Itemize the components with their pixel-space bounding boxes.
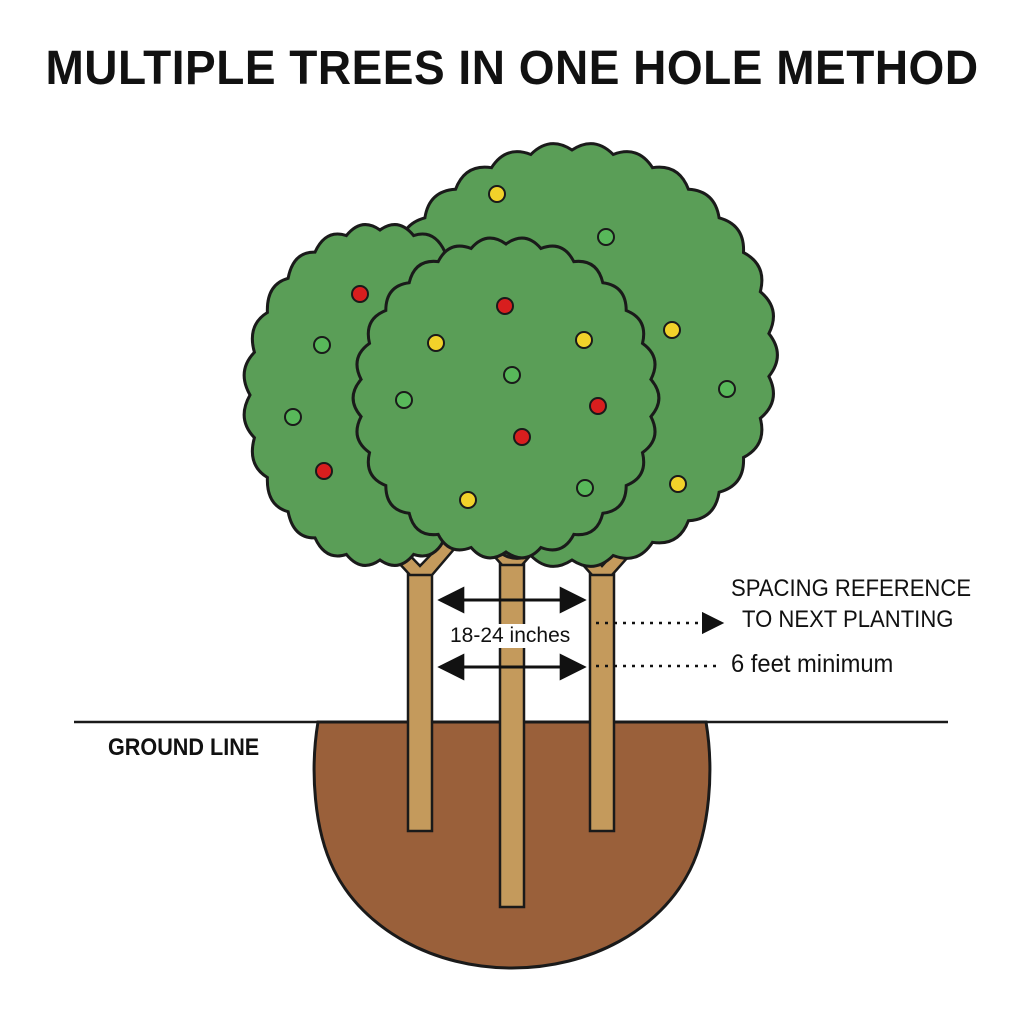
fruit-dot [576,479,594,497]
fruit-dot [589,397,607,415]
fruit-dot [669,475,687,493]
fruit-dot [575,331,593,349]
fruit-dot [488,185,506,203]
tree-canopies [242,142,779,568]
fruit-dot [284,408,302,426]
canopy-center [351,236,661,560]
tree-gap-label: 18-24 inches [448,624,573,648]
fruit-dot [313,336,331,354]
fruit-dot [395,391,413,409]
fruit-dot [663,321,681,339]
fruit-dot [459,491,477,509]
ground-line-label: GROUND LINE [108,734,260,761]
fruit-dot [351,285,369,303]
fruit-dot [503,366,521,384]
trunk-left [406,563,434,833]
fruit-dot [427,334,445,352]
fruits [284,185,736,509]
spacing-reference-line2: TO NEXT PLANTING [742,606,954,633]
fruit-dot [513,428,531,446]
fruit-dot [315,462,333,480]
fruit-dot [496,297,514,315]
trunk-right [588,563,616,833]
spacing-value: 6 feet minimum [731,650,894,678]
fruit-dot [718,380,736,398]
trunk-center [498,558,526,909]
spacing-reference-line1: SPACING REFERENCE [731,575,972,602]
fruit-dot [597,228,615,246]
page-title: MULTIPLE TREES IN ONE HOLE METHOD [45,39,979,95]
